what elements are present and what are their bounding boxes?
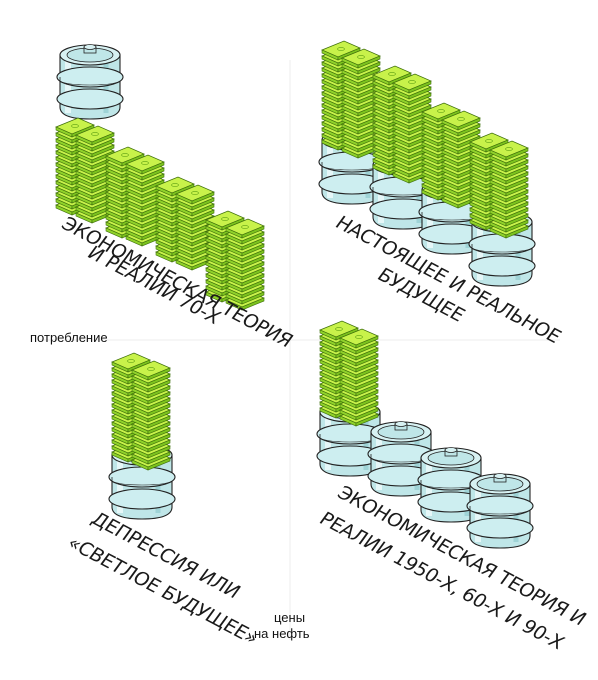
money-stack-tl-2 [105,146,165,247]
money-stack-bl-1 [111,352,171,471]
barrel-br-4 [467,474,533,549]
barrel-tl [57,45,123,120]
quadrant-bottom-right [317,320,533,549]
money-stack-tr-1 [321,40,381,159]
axis-label-consumption: потребление [30,330,108,345]
money-stack-br-1 [319,320,379,427]
axis-label-prices-line2: на нефть [254,626,310,641]
quadrant-bottom-left [109,352,175,519]
money-stack-tr-4 [469,132,529,239]
quadrant-top-right [319,40,535,286]
axis-label-prices-line1: цены [274,610,306,625]
money-stack-tl-1 [55,117,115,224]
